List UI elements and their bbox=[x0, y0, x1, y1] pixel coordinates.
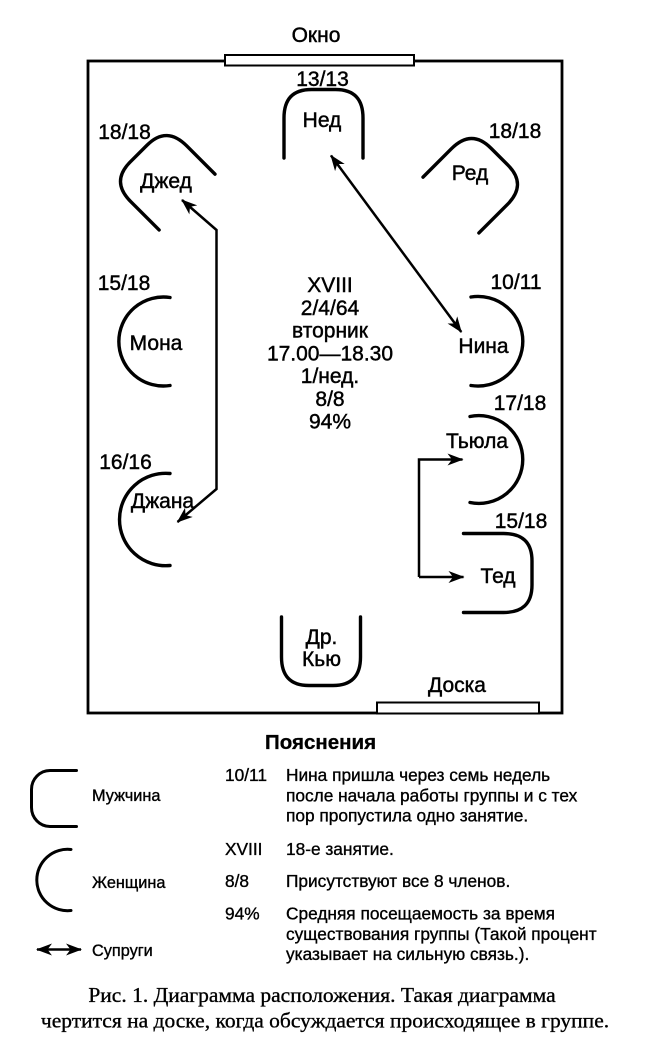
svg-text:указывает на сильную связь.).: указывает на сильную связь.). bbox=[286, 944, 529, 964]
svg-text:после начала работы группы и с: после начала работы группы и с тех bbox=[286, 785, 578, 805]
svg-text:Мона: Мона bbox=[130, 332, 183, 355]
svg-text:Джед: Джед bbox=[140, 170, 192, 193]
svg-text:15/18: 15/18 bbox=[495, 510, 548, 533]
svg-text:8/8: 8/8 bbox=[315, 388, 344, 411]
svg-text:Средняя посещаемость за время: Средняя посещаемость за время bbox=[286, 904, 555, 924]
svg-text:Ред: Ред bbox=[452, 162, 489, 185]
svg-text:10/11: 10/11 bbox=[225, 765, 267, 785]
svg-text:Супруги: Супруги bbox=[92, 942, 153, 960]
svg-text:Присутствуют все 8 членов.: Присутствуют все 8 членов. bbox=[286, 871, 510, 891]
svg-text:Доска: Доска bbox=[428, 674, 486, 697]
svg-text:Рис. 1. Диаграмма расположения: Рис. 1. Диаграмма расположения. Такая ди… bbox=[88, 983, 556, 1007]
svg-text:2/4/64: 2/4/64 bbox=[301, 297, 360, 320]
svg-text:Окно: Окно bbox=[292, 24, 341, 47]
svg-text:вторник: вторник bbox=[292, 320, 369, 343]
svg-text:Кью: Кью bbox=[302, 648, 341, 671]
svg-text:16/16: 16/16 bbox=[99, 451, 152, 474]
svg-text:существования группы (Такой пр: существования группы (Такой процент bbox=[286, 924, 597, 944]
svg-text:13/13: 13/13 bbox=[296, 68, 349, 91]
svg-text:Нина пришла через семь недель: Нина пришла через семь недель bbox=[286, 765, 550, 785]
svg-text:Тед: Тед bbox=[480, 565, 515, 588]
svg-text:18/18: 18/18 bbox=[489, 120, 542, 143]
svg-text:15/18: 15/18 bbox=[98, 272, 151, 295]
svg-text:Пояснения: Пояснения bbox=[265, 731, 376, 754]
svg-text:10/11: 10/11 bbox=[491, 271, 542, 294]
svg-text:Др.: Др. bbox=[306, 626, 338, 649]
svg-text:1/нед.: 1/нед. bbox=[301, 365, 359, 388]
svg-text:17/18: 17/18 bbox=[494, 392, 547, 415]
svg-text:18-е занятие.: 18-е занятие. bbox=[286, 839, 394, 859]
svg-text:XVIII: XVIII bbox=[225, 839, 262, 859]
svg-text:Нед: Нед bbox=[303, 109, 342, 132]
svg-text:Нина: Нина bbox=[458, 335, 508, 358]
svg-text:пор пропустила одно занятие.: пор пропустила одно занятие. bbox=[286, 806, 528, 826]
svg-text:94%: 94% bbox=[225, 904, 260, 924]
svg-text:Тьюла: Тьюла bbox=[446, 430, 508, 453]
svg-text:Джана: Джана bbox=[131, 490, 195, 513]
svg-text:18/18: 18/18 bbox=[98, 121, 151, 144]
svg-text:чертится на доске, когда обсуж: чертится на доске, когда обсуждается про… bbox=[41, 1009, 609, 1033]
svg-text:XVIII: XVIII bbox=[307, 274, 353, 297]
svg-text:17.00—18.30: 17.00—18.30 bbox=[267, 342, 393, 365]
svg-text:Мужчина: Мужчина bbox=[92, 787, 161, 805]
svg-text:8/8: 8/8 bbox=[225, 871, 249, 891]
svg-text:94%: 94% bbox=[309, 411, 351, 434]
svg-text:Женщина: Женщина bbox=[92, 874, 166, 892]
